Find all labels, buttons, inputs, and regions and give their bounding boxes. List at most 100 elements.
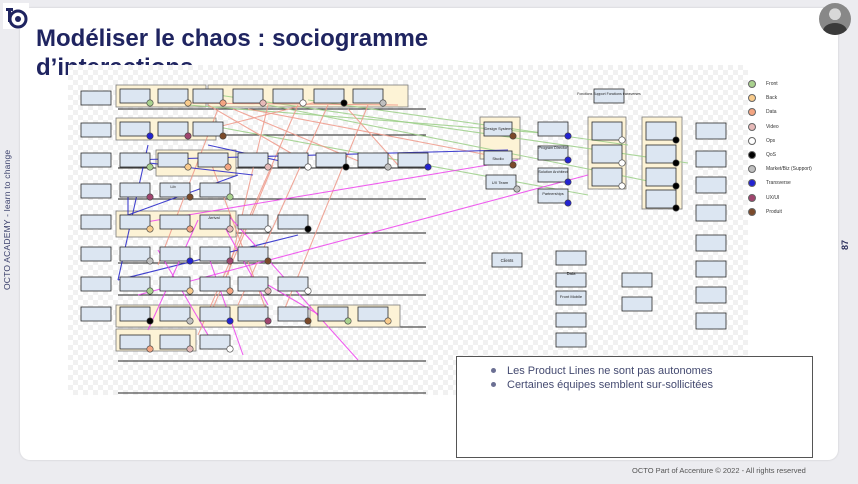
team-dot [219,99,227,107]
team-dot [564,156,572,164]
team-box [357,152,389,168]
team-box [159,276,191,292]
team-dot [384,163,392,171]
team-box [199,246,231,262]
team-dot [186,257,194,265]
copyright-footer: OCTO Part of Accenture © 2022 - All righ… [632,466,806,475]
team-box [232,88,264,104]
interaction-edge [217,98,329,128]
legend-item: Market/Biz (Support) [748,165,812,174]
team-box [119,88,151,104]
team-dot [146,257,154,265]
team-dot [186,317,194,325]
team-box [80,276,112,292]
bullet-2: Certaines équipes semblent sur-sollicité… [491,378,812,392]
interaction-edge [307,99,629,146]
legend-dot-icon [748,122,756,131]
interaction-edge [207,164,274,321]
team-box [537,121,569,137]
team-label: UX Team [492,180,509,185]
team-box [80,152,112,168]
team-dot [672,204,680,212]
interaction-edge [127,159,519,226]
team-box [315,152,347,168]
team-box [272,88,304,104]
octo-logo-icon [3,3,29,29]
legend-item: Transverse [748,179,791,188]
team-box [237,152,269,168]
team-box [237,306,269,322]
team-dot [672,182,680,190]
legend-label: Produit [766,208,782,215]
team-box [357,306,389,322]
team-dot [513,185,521,193]
team-dot [146,99,154,107]
legend-dot-icon [748,151,756,159]
team-box [199,334,231,350]
team-box [80,214,112,230]
team-label: Solution Architect [538,170,568,174]
team-dot [146,163,154,171]
team-box [277,214,309,230]
legend-dot-icon [748,94,756,103]
legend-label: Transverse [766,180,791,187]
team-label: Lib [170,184,176,189]
team-box [199,306,231,322]
team-label: Data [567,271,577,276]
team-dots [146,99,680,353]
team-dot [184,163,192,171]
legend-item: Produit [748,207,782,216]
team-box [695,122,727,140]
team-label: Arrival [208,215,219,220]
team-box [119,121,151,137]
team-box [645,121,677,141]
legend-label: Market/Biz (Support) [766,166,812,173]
team-box [593,88,625,104]
team-box [119,152,151,168]
team-box [695,204,727,222]
team-dot [509,132,517,140]
team-box [159,214,191,230]
team-label: Partnerships [542,192,563,196]
team-box [537,167,569,183]
team-box [119,214,151,230]
team-box [199,276,231,292]
team-dot [384,317,392,325]
team-label: Clients [501,258,514,263]
team-dot [226,225,234,233]
team-dot [379,99,387,107]
team-box [645,189,677,209]
legend-dot-icon [748,136,756,145]
team-box [645,144,677,164]
team-dot [219,132,227,140]
team-box [695,260,727,278]
interaction-edge [237,104,329,306]
conclusions-box: Les Product Lines ne sont pas autonomes … [456,356,813,458]
team-dot [264,225,272,233]
team-dot [304,317,312,325]
avatar [819,3,851,35]
team-dot [304,225,312,233]
team-box [119,182,151,198]
team-box [199,182,231,198]
team-box [483,150,513,166]
team-dot [226,317,234,325]
legend-dot-icon [748,193,756,202]
legend-dot-icon [748,165,756,174]
legend-label: Data [766,109,777,116]
interaction-edge [137,174,589,296]
team-dot [186,287,194,295]
team-box [621,272,653,288]
team-box [192,88,224,104]
team-dot [226,287,234,295]
team-box [159,334,191,350]
team-dot [184,99,192,107]
interaction-edge [347,108,399,166]
team-dot [146,287,154,295]
legend-label: Front [766,81,778,87]
legend-dot-icon [748,179,756,188]
sociogram-diagram: Fonctions Support Fonctions transversesD… [68,65,748,395]
team-dot [264,317,272,325]
team-box [537,145,569,161]
interaction-edge [227,104,269,276]
